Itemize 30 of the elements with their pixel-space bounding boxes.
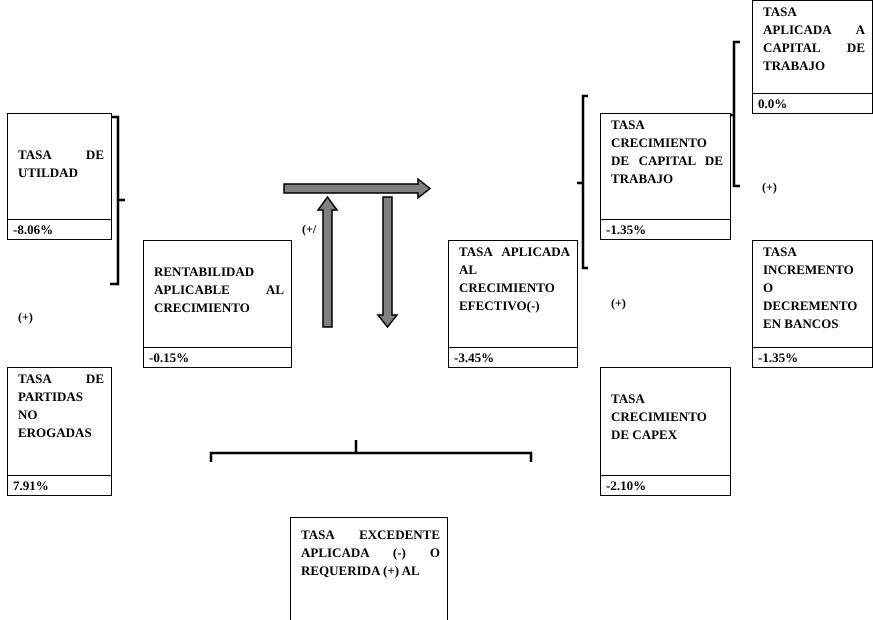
rate-title: TASA EXCEDENTE APLICADA (-) O REQUERIDA (+) AL <box>301 526 440 580</box>
rate-title: TASA CRECIMIENTO DE CAPITAL DE TRABAJO <box>611 116 723 188</box>
rate-value: -1.35% <box>753 347 872 367</box>
sign-label: (+) <box>18 310 33 325</box>
rate-box <box>7 113 112 240</box>
rate-box <box>600 367 731 496</box>
rate-title: TASA CRECIMIENTO DE CAPEX <box>611 390 708 444</box>
rate-title: RENTABILIDAD APLICABLE AL CRECIMIENTO <box>154 263 284 317</box>
rate-box <box>448 240 578 368</box>
rate-box <box>752 0 873 114</box>
sign-label: (+) <box>762 180 777 195</box>
rate-box <box>143 240 292 368</box>
rate-value: -3.45% <box>449 347 577 367</box>
rate-value: -0.15% <box>144 347 291 367</box>
sign-label: (+) <box>611 296 626 311</box>
rate-value: -2.10% <box>601 475 730 495</box>
rate-title: TASA DE PARTIDAS NO EROGADAS <box>18 370 104 442</box>
rate-box <box>600 113 731 240</box>
rate-title: TASA DE UTILDAD <box>18 146 104 182</box>
rate-title: TASA INCREMENTO O DECREMENTO EN BANCOS <box>763 243 858 333</box>
rate-box <box>7 367 112 496</box>
rate-box <box>752 240 873 368</box>
sign-label: (+/ <box>302 222 316 237</box>
rate-value: -8.06% <box>8 219 111 239</box>
rate-value: 0.0% <box>753 93 872 113</box>
rate-title: TASA APLICADA A CAPITAL DE TRABAJO <box>763 3 865 75</box>
rate-value: -1.35% <box>601 219 730 239</box>
rate-box <box>290 517 448 620</box>
rate-title: TASA APLICADA AL CRECIMIENTO EFECTIVO(-) <box>459 243 570 315</box>
rate-value: 7.91% <box>8 475 111 495</box>
